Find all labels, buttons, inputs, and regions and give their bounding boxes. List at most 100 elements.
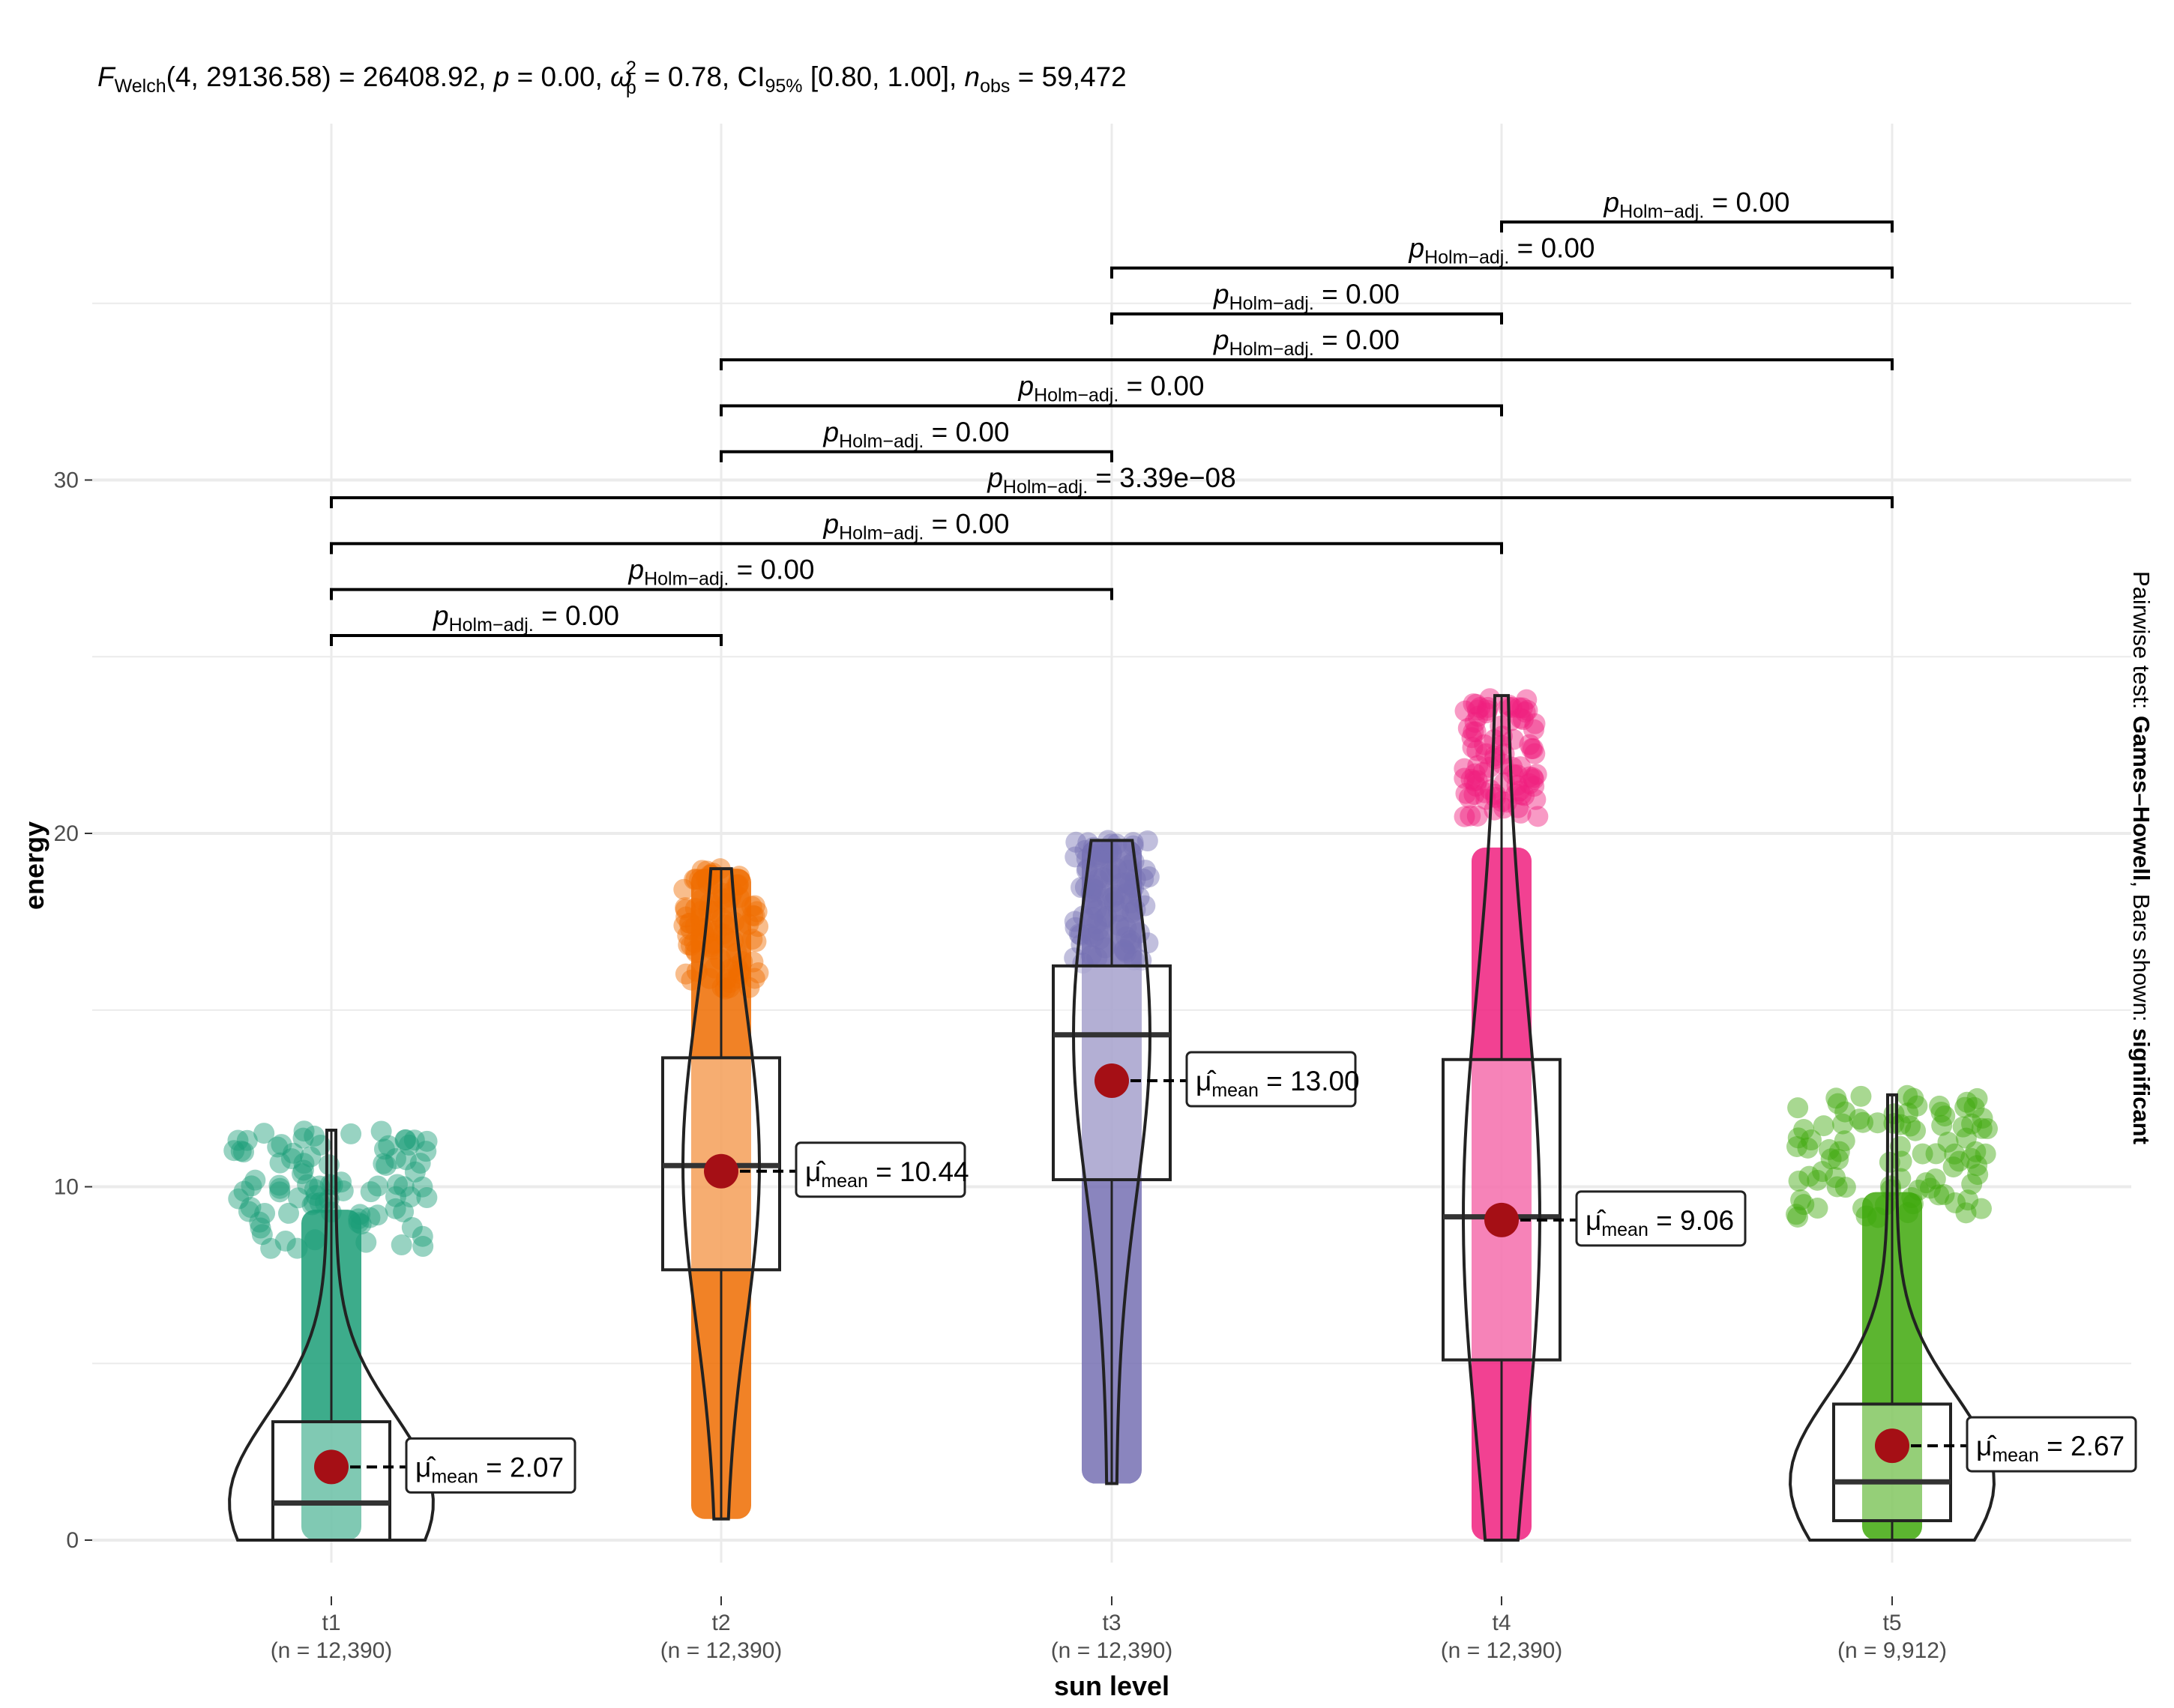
y-axis-title: energy (19, 821, 49, 910)
bracket-t2-t3: pHolm−adj. = 0.00 (720, 417, 1113, 462)
point-t4-27 (1463, 784, 1485, 806)
bracket-label-t1-t2: pHolm−adj. = 0.00 (433, 600, 619, 636)
point-t5-44 (1902, 1193, 1924, 1215)
point-t3-75 (1079, 923, 1100, 945)
point-t3-11 (1118, 874, 1140, 896)
point-t1-79 (400, 1186, 421, 1208)
point-t4-43 (1454, 758, 1475, 779)
mean-label-box-t1 (405, 1437, 576, 1494)
group-t4: μ̂mean = 9.06 (1442, 688, 1747, 1542)
bracket-line-t3-t5 (1110, 266, 1894, 279)
violin-t2 (681, 867, 761, 1521)
point-t5-24 (1960, 1147, 1982, 1169)
point-t5-63 (1788, 1170, 1810, 1192)
point-t3-70 (1082, 878, 1103, 899)
violin-t5 (1789, 1093, 1996, 1542)
point-t2-10 (712, 883, 734, 905)
point-t3-22 (1085, 879, 1106, 901)
point-t1-9 (318, 1189, 340, 1210)
point-t3-73 (1087, 869, 1109, 890)
point-t1-45 (293, 1120, 315, 1142)
point-t5-88 (1786, 1135, 1808, 1157)
point-t1-55 (385, 1147, 406, 1169)
mean-label-t4: μ̂mean = 9.06 (1586, 1205, 1734, 1240)
point-t2-89 (697, 873, 719, 895)
point-t4-48 (1460, 805, 1481, 827)
x-tick-n-t3: (n = 12,390) (1051, 1638, 1173, 1663)
point-t3-8 (1124, 868, 1146, 890)
y-tick-label-30: 30 (54, 468, 79, 492)
point-t5-47 (1952, 1116, 1974, 1138)
point-t4-58 (1523, 719, 1545, 740)
point-t2-56 (742, 905, 764, 926)
point-t2-59 (679, 912, 701, 934)
point-t2-66 (684, 915, 706, 937)
point-t2-38 (704, 957, 726, 979)
point-t3-33 (1115, 941, 1137, 963)
point-t4-28 (1517, 699, 1538, 721)
point-t5-2 (1793, 1119, 1815, 1141)
point-t1-44 (409, 1153, 431, 1174)
mean-point-t2 (704, 1153, 738, 1189)
point-t1-10 (233, 1141, 255, 1163)
mean-label-box-t4 (1575, 1190, 1747, 1247)
point-t5-83 (1826, 1176, 1848, 1198)
point-t3-69 (1089, 928, 1111, 950)
point-t2-26 (714, 914, 736, 936)
point-t5-19 (1852, 1198, 1873, 1219)
group-t5: μ̂mean = 2.67 (1786, 1084, 2137, 1542)
point-t1-72 (348, 1208, 370, 1230)
point-t5-23 (1849, 1108, 1870, 1130)
point-t5-73 (1966, 1087, 1988, 1109)
point-t1-58 (385, 1186, 406, 1207)
point-t1-42 (300, 1146, 322, 1168)
point-t4-83 (1516, 689, 1538, 710)
point-t1-4 (303, 1192, 325, 1214)
point-t5-89 (1942, 1156, 1964, 1178)
point-t4-29 (1514, 785, 1535, 806)
point-t2-73 (673, 914, 695, 936)
point-t2-84 (701, 936, 723, 958)
point-t1-50 (378, 1135, 400, 1156)
point-t5-32 (1901, 1187, 1923, 1209)
point-t4-50 (1462, 737, 1484, 758)
point-t1-15 (278, 1202, 300, 1224)
point-t4-1 (1466, 770, 1488, 791)
point-t3-32 (1092, 867, 1114, 889)
point-t5-10 (1971, 1117, 1993, 1139)
point-t4-42 (1474, 734, 1496, 755)
point-t1-47 (416, 1130, 438, 1152)
point-t4-35 (1500, 710, 1522, 731)
point-t1-5 (376, 1154, 397, 1176)
point-t5-31 (1906, 1095, 1928, 1117)
y-tick-label-10: 10 (54, 1174, 79, 1199)
point-t2-79 (747, 962, 769, 984)
point-t5-57 (1908, 1179, 1930, 1201)
point-t2-87 (726, 942, 747, 964)
point-t4-79 (1466, 740, 1488, 761)
point-t4-32 (1466, 776, 1487, 797)
point-t1-33 (309, 1175, 331, 1197)
point-t3-7 (1094, 842, 1116, 864)
point-t1-54 (393, 1201, 415, 1223)
point-t4-18 (1519, 734, 1541, 755)
point-t3-47 (1071, 934, 1092, 956)
point-t2-80 (729, 963, 751, 985)
point-t1-86 (360, 1181, 382, 1203)
point-t1-69 (370, 1120, 392, 1142)
point-t2-8 (684, 939, 706, 961)
point-t4-23 (1457, 717, 1479, 739)
point-t5-7 (1834, 1130, 1855, 1152)
bracket-line-t2-t3 (720, 450, 1113, 462)
point-t1-85 (304, 1229, 326, 1251)
point-t1-77 (340, 1123, 362, 1144)
point-t5-33 (1903, 1087, 1924, 1109)
bracket-t1-t2: pHolm−adj. = 0.00 (330, 600, 723, 646)
point-t1-28 (304, 1125, 325, 1147)
point-t5-15 (1807, 1198, 1828, 1219)
point-t3-24 (1087, 920, 1109, 941)
point-t4-40 (1463, 721, 1484, 743)
point-t1-36 (373, 1153, 394, 1174)
point-t3-86 (1083, 874, 1104, 896)
point-t5-39 (1963, 1096, 1985, 1118)
